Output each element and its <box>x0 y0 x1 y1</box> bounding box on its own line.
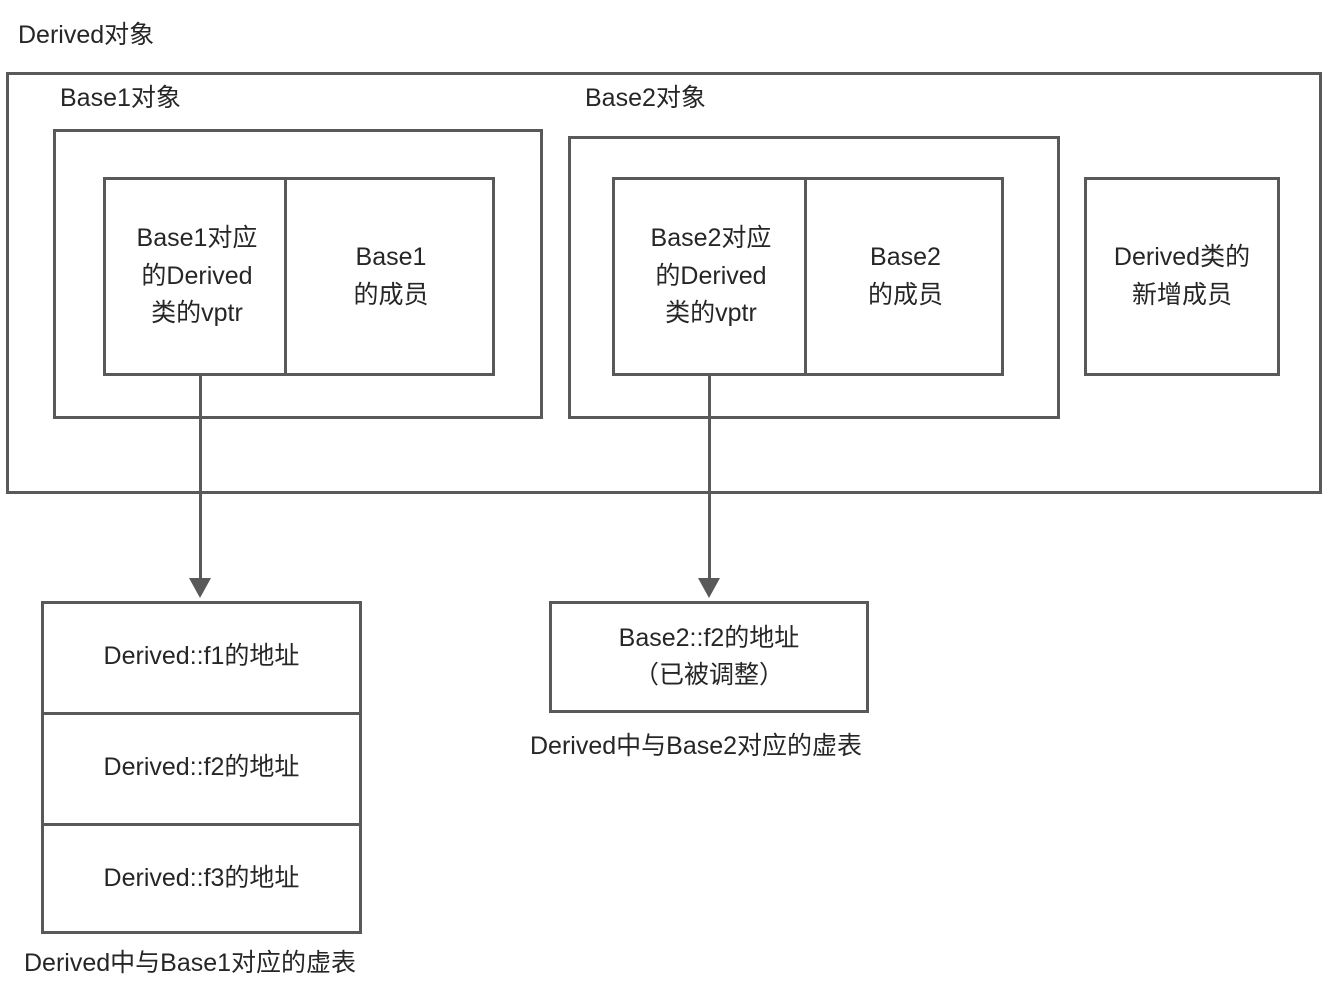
vtable-base1-caption: Derived中与Base1对应的虚表 <box>24 949 357 977</box>
base1-vptr-arrow-head <box>189 578 211 598</box>
derived-extra-members-box <box>1084 177 1280 376</box>
derived-object-title: Derived对象 <box>18 21 155 49</box>
base2-layout-box <box>612 177 1004 376</box>
vtable-base1-divider-2 <box>41 823 362 826</box>
base2-object-label: Base2对象 <box>585 84 706 112</box>
base1-layout-box <box>103 177 495 376</box>
vtable-base2-box <box>549 601 869 713</box>
base2-vptr-arrow-line <box>708 376 711 581</box>
base2-layout-divider <box>804 177 807 376</box>
base1-layout-divider <box>284 177 287 376</box>
base2-vptr-arrow-head <box>698 578 720 598</box>
base1-object-label: Base1对象 <box>60 84 181 112</box>
vtable-base2-caption: Derived中与Base2对应的虚表 <box>530 732 863 760</box>
vtable-base1-divider-1 <box>41 712 362 715</box>
vtable-base1-box <box>41 601 362 934</box>
base1-vptr-arrow-line <box>199 376 202 581</box>
